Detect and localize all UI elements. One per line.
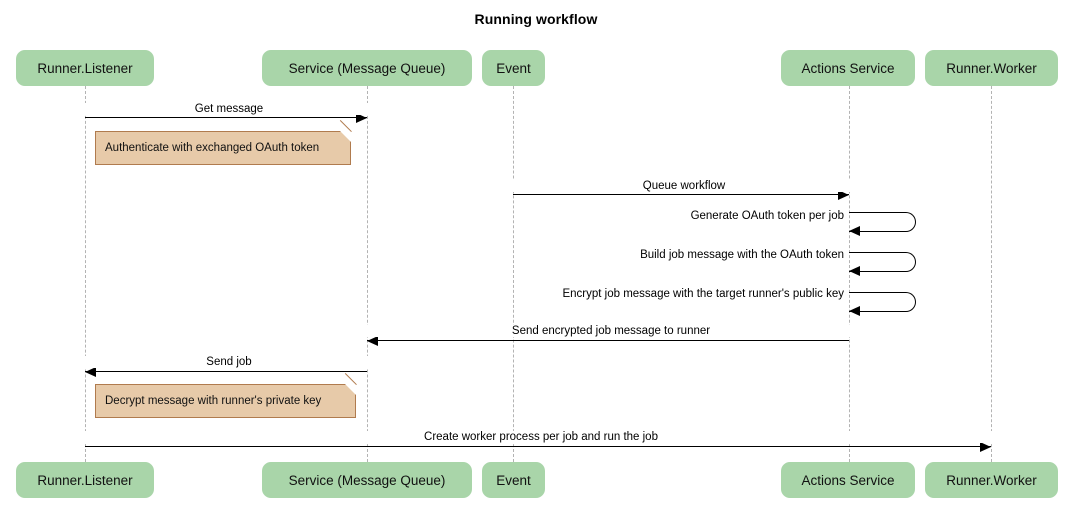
participant-label: Service (Message Queue) bbox=[288, 472, 446, 488]
arrowhead-generate-oauth-token bbox=[849, 226, 860, 237]
arrowhead-queue-workflow bbox=[838, 189, 849, 200]
arrowhead-send-encrypted-job-message bbox=[367, 335, 378, 346]
message-label-send-job: Send job bbox=[85, 356, 373, 368]
participant-label: Event bbox=[496, 60, 531, 76]
lifeline-runner-worker bbox=[991, 86, 992, 462]
arrowhead-create-worker-process bbox=[980, 441, 991, 452]
participant-bottom-runner-listener[interactable]: Runner.Listener bbox=[16, 462, 154, 498]
participant-label: Runner.Worker bbox=[946, 472, 1037, 488]
note-folded-corner-icon bbox=[340, 131, 351, 142]
participant-label: Service (Message Queue) bbox=[288, 60, 446, 76]
message-label-queue-workflow: Queue workflow bbox=[513, 180, 855, 192]
message-line-send-job bbox=[85, 371, 367, 372]
participant-top-actions-service[interactable]: Actions Service bbox=[781, 50, 915, 86]
self-message-loop-build-job-message bbox=[849, 252, 916, 272]
arrowhead-build-job-message bbox=[849, 266, 860, 277]
participant-label: Runner.Listener bbox=[37, 60, 133, 76]
participant-label: Event bbox=[496, 472, 531, 488]
self-message-loop-encrypt-job-message bbox=[849, 292, 916, 312]
participant-top-service-message-queue[interactable]: Service (Message Queue) bbox=[262, 50, 472, 86]
message-line-create-worker-process bbox=[85, 446, 991, 447]
self-message-label-generate-oauth-token: Generate OAuth token per job bbox=[690, 210, 844, 222]
note-fold-edge-icon bbox=[344, 373, 356, 385]
self-message-loop-generate-oauth-token bbox=[849, 212, 916, 232]
message-line-queue-workflow bbox=[513, 194, 849, 195]
lifeline-event bbox=[513, 86, 514, 462]
self-message-label-build-job-message: Build job message with the OAuth token bbox=[640, 249, 844, 261]
self-message-label-encrypt-job-message: Encrypt job message with the target runn… bbox=[562, 288, 844, 300]
note-fold-edge-icon bbox=[339, 120, 351, 132]
lifeline-runner-listener bbox=[85, 86, 86, 462]
participant-top-runner-listener[interactable]: Runner.Listener bbox=[16, 50, 154, 86]
participant-bottom-actions-service[interactable]: Actions Service bbox=[781, 462, 915, 498]
note-label: Authenticate with exchanged OAuth token bbox=[105, 142, 320, 154]
message-line-send-encrypted-job-message bbox=[367, 340, 849, 341]
participant-label: Actions Service bbox=[801, 472, 895, 488]
participant-bottom-runner-worker[interactable]: Runner.Worker bbox=[925, 462, 1058, 498]
note-label: Decrypt message with runner's private ke… bbox=[105, 395, 322, 407]
note-decrypt-note: Decrypt message with runner's private ke… bbox=[95, 373, 356, 418]
message-line-get-message bbox=[85, 117, 367, 118]
participant-label: Runner.Listener bbox=[37, 472, 133, 488]
participant-top-event[interactable]: Event bbox=[482, 50, 545, 86]
participant-label: Runner.Worker bbox=[946, 60, 1037, 76]
participant-top-runner-worker[interactable]: Runner.Worker bbox=[925, 50, 1058, 86]
participant-label: Actions Service bbox=[801, 60, 895, 76]
note-authenticate-note: Authenticate with exchanged OAuth token bbox=[95, 120, 351, 165]
message-label-send-encrypted-job-message: Send encrypted job message to runner bbox=[367, 325, 855, 337]
lifeline-service-message-queue bbox=[367, 86, 368, 462]
message-label-create-worker-process: Create worker process per job and run th… bbox=[85, 431, 997, 443]
arrowhead-send-job bbox=[85, 366, 96, 377]
arrowhead-get-message bbox=[356, 112, 367, 123]
participant-bottom-event[interactable]: Event bbox=[482, 462, 545, 498]
participant-bottom-service-message-queue[interactable]: Service (Message Queue) bbox=[262, 462, 472, 498]
page-title: Running workflow bbox=[474, 11, 598, 27]
note-folded-corner-icon bbox=[345, 384, 356, 395]
arrowhead-encrypt-job-message bbox=[849, 306, 860, 317]
message-label-get-message: Get message bbox=[85, 103, 373, 115]
